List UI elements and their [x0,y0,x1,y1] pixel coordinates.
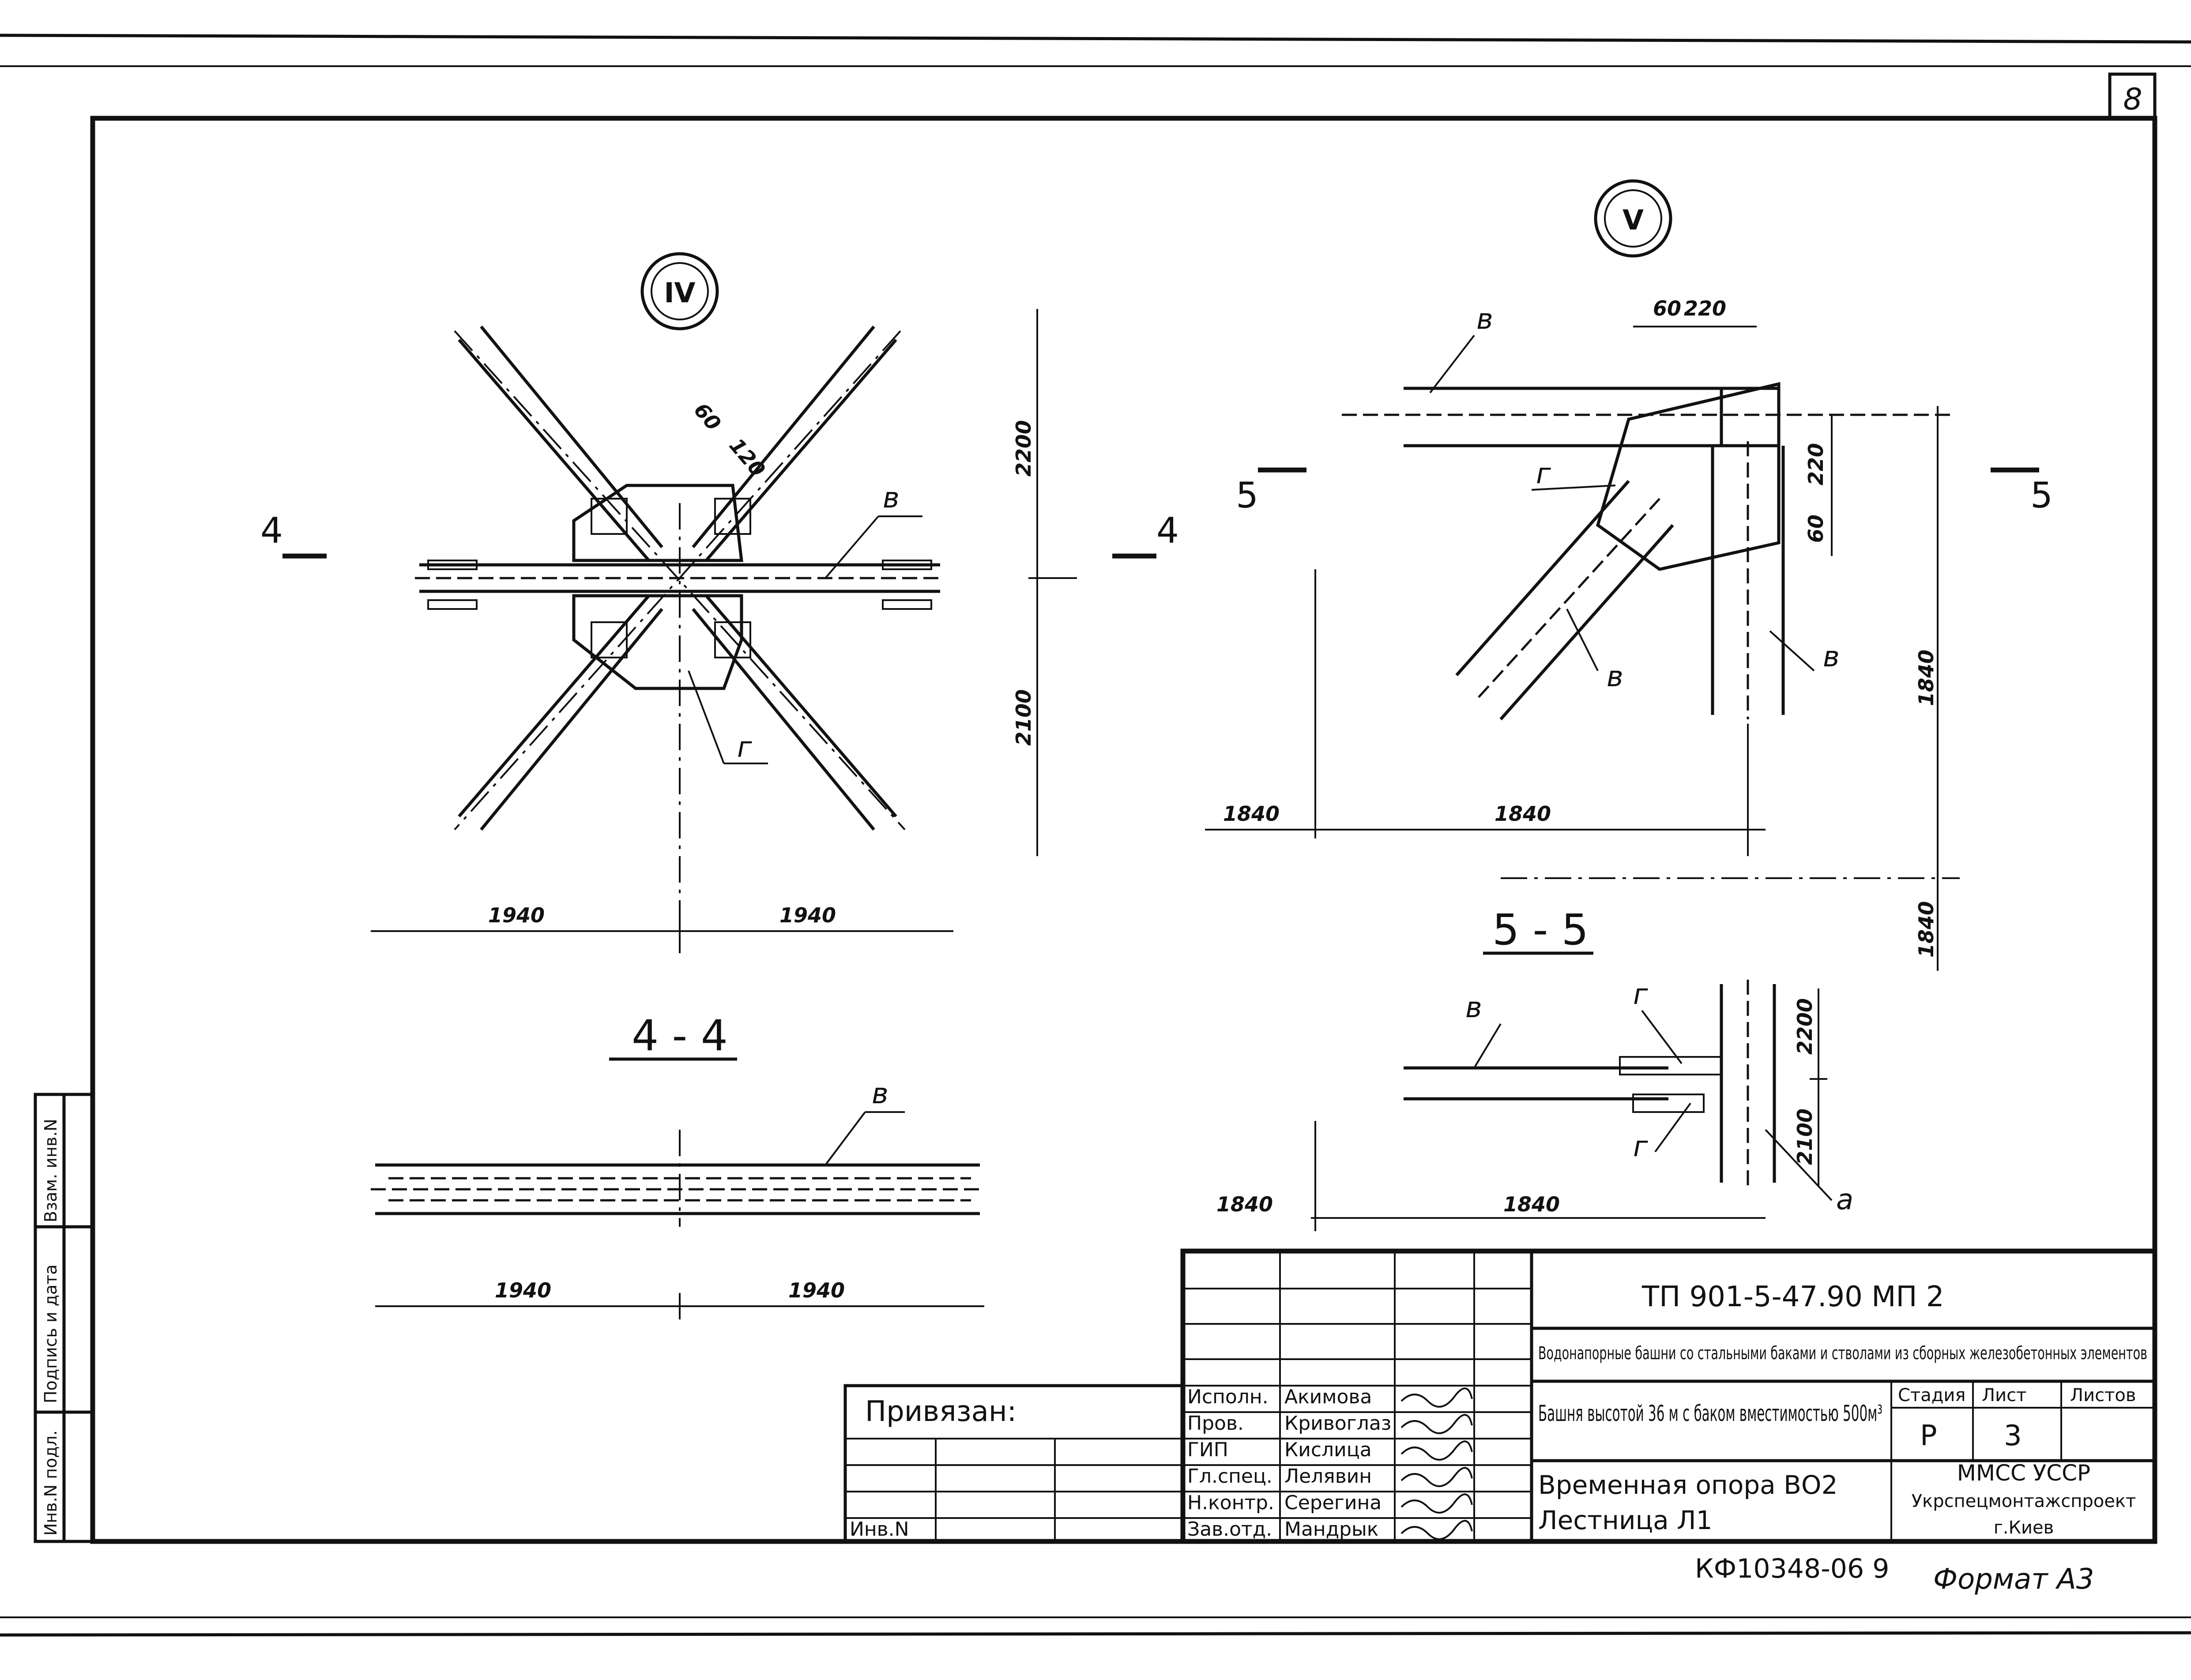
stamp-vzam-inv: Взам. инв.N [41,1119,60,1222]
node-v-drawing: V 1840 1840 1840 1840 60 220 220 60 в в [1205,179,2053,1231]
title-block-sheet-title-1: Временная опора ВО2 [1538,1470,1837,1500]
section-5-5-label-a: а [1836,1184,1853,1216]
section-5-5-dim-2100: 2100 [1793,1109,1817,1165]
section-5-5-dim-1840-left: 1840 [1216,1192,1273,1216]
section-4-4-label-b: в [872,1078,888,1110]
name-seregina: Серегина [1284,1492,1382,1514]
title-block-privyazan: Привязан: [865,1395,1016,1428]
node-v-label-b-diagonal: в [1607,661,1623,693]
node-v-label-b-right: в [1823,641,1840,673]
section-5-5-label-g-top: г [1633,978,1648,1011]
node-iv-label-b: в [883,482,900,515]
cut-marker-5-left: 5 [1236,475,1258,516]
section-4-4-title: 4 - 4 [632,1011,728,1060]
title-block-stage: Р [1920,1420,1937,1452]
title-block-sheet: 3 [2004,1420,2022,1452]
footer-doc-number: КФ10348-06 9 [1695,1553,1889,1584]
title-block-org-3: г.Киев [1994,1518,2054,1538]
title-block-names: Акимова Кривоглаз Кислица Лелявин Сереги… [1284,1386,1391,1541]
node-iv-drawing: IV 2200 [260,252,1179,953]
cut-marker-4-right: 4 [1156,510,1179,551]
title-block-project: Водонапорные башни со стальными баками и… [1538,1343,2147,1364]
title-block: ТП 901-5-47.90 МП 2 Водонапорные башни с… [843,1248,2157,1544]
name-akimova: Акимова [1284,1386,1372,1408]
title-block-object: Башня высотой 36 м с баком вместимостью … [1538,1401,1882,1426]
node-iv-dim-2200: 2200 [1012,420,1035,477]
name-krivoglaz: Кривоглаз [1284,1412,1391,1435]
node-v-dim-220: 220 [1684,297,1726,320]
stamp-podpis-data: Подпись и дата [41,1264,60,1403]
node-v-dim-1840-middle: 1840 [1495,802,1551,826]
node-v-dim-1840-vertical: 1840 [1914,650,1938,706]
title-block-code: ТП 901-5-47.90 МП 2 [1641,1281,1944,1313]
title-block-sheet-header: Лист [1982,1385,2026,1406]
stamp-inv-podl: Инв.N подл. [41,1430,60,1536]
node-iv-dim-1940-right: 1940 [779,903,836,927]
sheet-borders [0,34,2191,1637]
section-5-5-label-g-bottom: г [1633,1131,1648,1163]
node-iv-label-g: г [737,731,752,764]
title-block-roles: Исполн. Пров. ГИП Гл.спец. Н.контр. Зав.… [1187,1386,1274,1541]
section-4-4-dim-1940-right: 1940 [788,1278,845,1302]
node-v-dim-1840-left: 1840 [1223,802,1280,826]
node-v-dim-220-vertical: 220 [1804,443,1828,485]
node-v-marker: V [1623,204,1644,236]
node-iv-marker: IV [664,277,695,309]
section-5-5-dim-2200: 2200 [1793,998,1817,1055]
node-v-dim-1840-vertical-2: 1840 [1914,901,1938,958]
title-block-org-2: Укрспецмонтажспроект [1912,1491,2136,1511]
node-v-dim-60: 60 [1653,297,1681,320]
cut-marker-5-right: 5 [2030,475,2053,516]
signature-marks [1400,1387,1473,1540]
role-gip: ГИП [1187,1439,1228,1461]
node-iv-dim-60: 60 [689,398,726,435]
title-block-stage-header: Стадия [1898,1385,1965,1406]
section-5-5-dim-1840-middle: 1840 [1503,1192,1560,1216]
node-v-label-g: г [1536,458,1551,490]
role-n-kontr: Н.контр. [1187,1492,1274,1514]
node-iv-dim-120: 120 [725,433,770,481]
title-block-sheets-header: Листов [2070,1385,2136,1406]
title-block-sheet-title-2: Лестница Л1 [1538,1505,1713,1535]
title-block-inv-no: Инв.N [850,1518,909,1541]
role-zav-otd: Зав.отд. [1187,1518,1272,1541]
node-iv-dim-2100: 2100 [1012,689,1035,746]
section-4-4-dim-1940-left: 1940 [495,1278,551,1302]
section-5-5-drawing: 5 - 5 2200 2100 в г г а 1840 1840 [1216,905,1853,1216]
sheet-number: 8 [2123,82,2142,117]
section-4-4-drawing: 4 - 4 в 1940 1940 [371,1011,984,1319]
role-prov: Пров. [1187,1412,1244,1435]
name-kislica: Кислица [1284,1439,1372,1461]
role-gl-spec: Гл.спец. [1187,1465,1272,1488]
cut-marker-4-left: 4 [260,510,283,551]
side-stamp: Инв.N подл. Подпись и дата Взам. инв.N [34,1093,94,1543]
section-5-5-title: 5 - 5 [1492,905,1589,955]
name-lelyavin: Лелявин [1284,1465,1372,1488]
node-v-label-b-top: в [1476,303,1493,336]
node-iv-dim-1940-left: 1940 [488,903,545,927]
section-5-5-label-b: в [1465,992,1482,1024]
node-v-dim-60-vertical: 60 [1804,515,1828,543]
role-ispoln: Исполн. [1187,1386,1269,1408]
title-block-org-1: ММСС УССР [1957,1460,2090,1486]
footer-format: Формат А3 [1933,1563,2094,1596]
name-mandryk: Мандрык [1284,1518,1378,1541]
